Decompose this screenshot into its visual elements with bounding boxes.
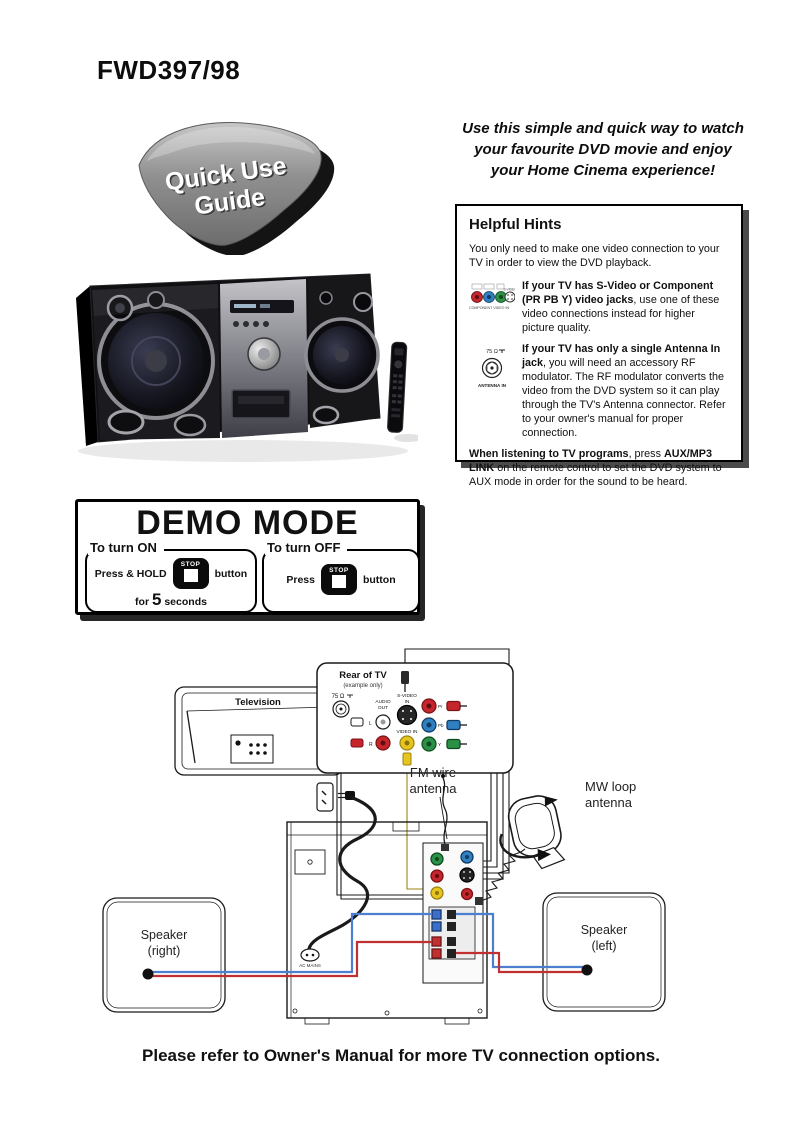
demo-on-duration: for 5 seconds [135,590,207,609]
demo-on-suffix: button [214,567,248,580]
demo-on-action: Press & HOLD [94,567,167,580]
stop-button-icon: STOP [320,564,357,595]
page-title: FWD397/98 [97,55,241,85]
green-component-plug [446,738,461,750]
tv-ohm-label: 75 Ω [332,694,345,700]
power-cord: AC MAINS [299,782,377,968]
rear-of-tv-label: Rear of TV [339,670,387,681]
intro-line: your Home Cinema experience! [490,162,716,179]
fm-antenna-terminal [441,844,449,851]
svideo-icon-caption: S-VIDEO [503,287,515,291]
unit-jack-cluster [422,774,484,984]
jack-pb-label: Pb [438,723,444,728]
svg-text:(right): (right) [148,944,181,958]
quick-use-guide-badge: Quick Use Quick Use Guide Guide [138,122,335,255]
red-plug [350,738,364,748]
component-video-icon: COMPONENT VIDEO IN S-VIDEO [469,279,517,335]
floor-reflection [78,440,408,462]
svideo-jack [396,704,418,726]
ac-plug-icon [300,948,320,962]
demo-off-tab: To turn OFF [265,540,348,555]
svg-text:antenna: antenna [585,795,633,810]
jack-pr-label: Pr [438,704,443,709]
audio-out-label: AUDIO [375,699,390,705]
component-icon-caption: COMPONENT VIDEO IN [469,306,509,310]
speaker-right-wire-dot [142,968,154,980]
badge-shape [138,122,322,246]
mw-loop-antenna: MW loop antenna [480,779,636,902]
demo-turn-on-panel: To turn ON Press & HOLD STOP button for … [85,540,257,613]
rear-of-tv-panel: Rear of TV (example only) 75 Ω S-VIDEO I… [316,662,514,774]
helpful-hints-title: Helpful Hints [469,216,562,233]
yellow-plug [402,752,412,766]
hints-intro: You only need to make one video connecti… [469,243,720,270]
hint-video-row: COMPONENT VIDEO IN S-VIDEO If your TV ha… [469,279,729,335]
video-in-label: VIDEO IN [396,729,418,735]
hints-note: When listening to TV programs, press AUX… [469,447,722,489]
white-plug [350,717,364,727]
demo-off-suffix: button [362,573,396,586]
antenna-in-icon: 75 Ω ANTENNA IN [469,342,515,440]
mw-antenna-wire [480,848,526,902]
speaker-left-label: Speaker [581,923,628,937]
remote-control [387,341,408,433]
svideo-plug [401,671,409,684]
example-only-label: (example only) [343,683,382,689]
intro-line: your favourite DVD movie and enjoy [474,141,732,158]
mw-antenna-terminal [475,897,483,905]
svg-text:antenna: antenna [410,781,458,796]
svg-text:MW loop: MW loop [585,779,636,794]
svg-text:OUT: OUT [378,705,388,711]
main-unit-rear [286,821,488,1025]
hifi-system-photo [76,273,418,462]
svideo-label: S-VIDEO [397,693,417,699]
svg-text:(left): (left) [592,939,617,953]
hint-antenna-row: 75 Ω ANTENNA IN If your TV has only a si… [469,342,729,440]
demo-turn-off-panel: To turn OFF Press STOP button [262,540,420,613]
demo-mode-title: DEMO MODE [136,504,359,542]
blue-component-plug [446,719,461,731]
speaker-left-box: Speaker (left) [542,892,666,1012]
hint-antenna-text: If your TV has only a single Antenna In … [522,342,726,439]
intro-line: Use this simple and quick way to watch [462,120,744,137]
red-component-plug [446,700,461,712]
television-label: Television [235,697,281,708]
svg-text:IN: IN [405,699,410,705]
jack-l-label: L [369,721,372,727]
footer-note: Please refer to Owner's Manual for more … [142,1046,660,1065]
demo-on-tab: To turn ON [88,540,164,555]
demo-mode-box: DEMO MODE To turn ON Press & HOLD STOP b… [75,499,420,615]
jack-y-label: Y [438,742,441,747]
jack-r-label: R [369,742,373,748]
stop-button-icon: STOP [172,558,209,589]
speaker-wires [150,912,587,978]
ac-mains-label: AC MAINS [299,963,321,968]
antenna-icon-ohm: 75 Ω [486,349,498,355]
demo-off-action: Press [286,573,315,586]
speaker-right-label: Speaker [141,928,188,942]
badge-highlight [146,126,315,162]
helpful-hints-box: Helpful Hints You only need to make one … [455,204,743,488]
fm-wire [442,777,448,845]
connection-diagram: Television Rear of TV (example o [102,648,666,1025]
speaker-left-wire-dot [581,964,593,976]
intro-text: Use this simple and quick way to watch y… [438,118,768,181]
speaker-right-box: Speaker (right) [102,897,226,1013]
antenna-icon-caption: ANTENNA IN [478,383,507,388]
svg-text:FM wire: FM wire [410,765,456,780]
wall-outlet-icon [316,782,334,812]
hint-video-text: If your TV has S-Video or Component (PR … [522,279,720,334]
